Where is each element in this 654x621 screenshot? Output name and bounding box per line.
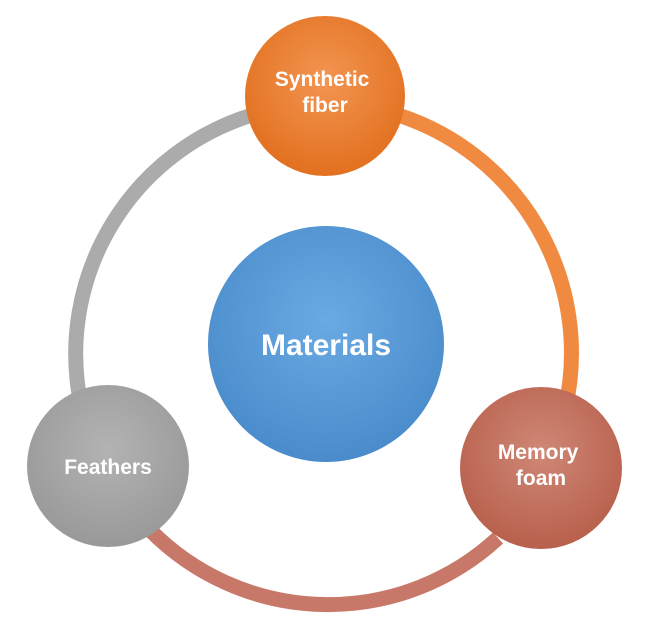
synthetic-fiber-label: Synthetic fiber (275, 68, 375, 117)
synthetic-fiber-label-line-1: Synthetic (275, 68, 370, 91)
arc-fiber-to-foam (395, 107, 579, 407)
memory-foam-circle (460, 387, 622, 549)
memory-foam-label: Memory foam (498, 441, 584, 490)
synthetic-fiber-circle (245, 16, 405, 176)
feathers-label: Feathers (64, 456, 152, 479)
node-synthetic-fiber: Synthetic fiber (245, 16, 405, 176)
center-label: Materials (261, 329, 391, 362)
center-node: Materials (208, 226, 444, 462)
node-feathers: Feathers (27, 385, 189, 547)
center-circle (208, 226, 444, 462)
feathers-circle (27, 385, 189, 547)
memory-foam-label-line-1: Memory (498, 441, 579, 464)
arc-foam-to-feathers (144, 524, 504, 613)
arc-feathers-to-fiber (68, 107, 255, 402)
synthetic-fiber-label-line-2: fiber (302, 94, 348, 117)
node-memory-foam: Memory foam (460, 387, 622, 549)
memory-foam-label-line-2: foam (516, 467, 566, 490)
